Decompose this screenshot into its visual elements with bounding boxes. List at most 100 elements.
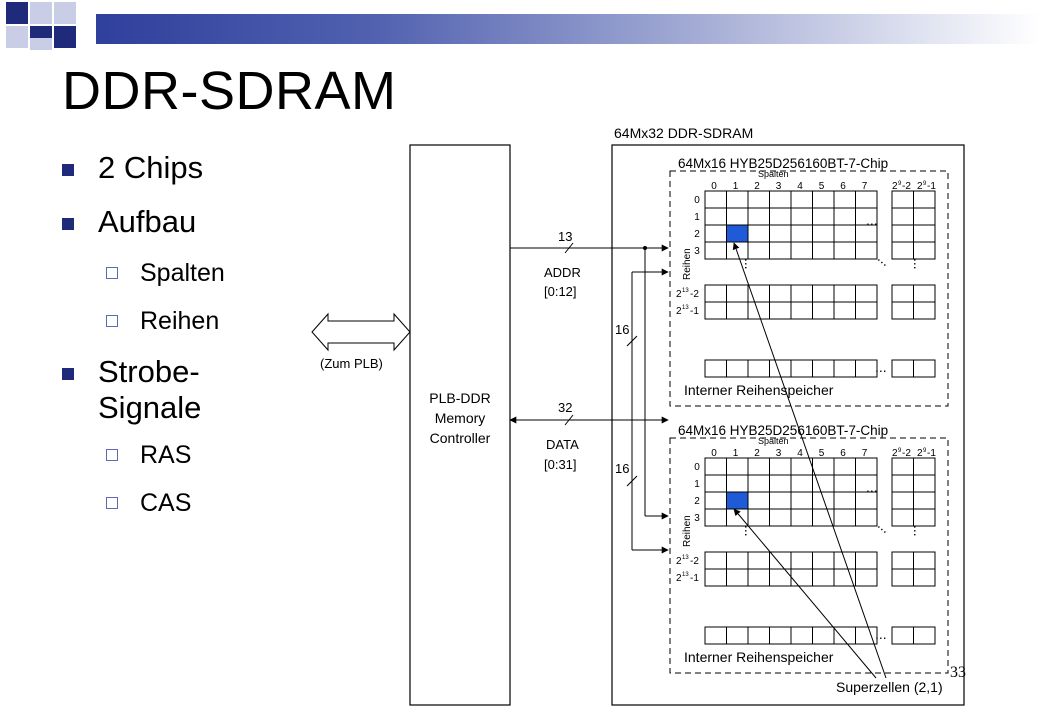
memory-cell — [769, 568, 792, 587]
memory-cell — [790, 474, 813, 493]
memory-cell — [812, 224, 835, 243]
slide-title: DDR-SDRAM — [62, 61, 397, 121]
memory-cell — [726, 568, 749, 587]
row-label: 3 — [694, 513, 700, 524]
memory-cell — [769, 190, 792, 209]
bullet-list: 2 Chips Aufbau Spalten Reihen Strobe- Si… — [60, 150, 300, 536]
col-label-exp: 9 — [898, 448, 902, 454]
col-label-exp-suffix: -1 — [927, 181, 936, 192]
memory-cell — [747, 551, 770, 570]
memory-cell — [833, 474, 856, 493]
memory-cell — [891, 241, 914, 260]
col-label: 2 — [754, 181, 760, 192]
superzelle-cell — [726, 224, 749, 243]
col-label: 4 — [797, 181, 803, 192]
col-label: 1 — [733, 448, 739, 459]
memory-cell — [747, 457, 770, 476]
memory-cell — [891, 568, 914, 587]
deco-square — [54, 26, 76, 48]
memory-cell — [913, 508, 936, 527]
memory-cell — [812, 190, 835, 209]
memory-cell — [891, 284, 914, 303]
split-width-2: 16 — [615, 461, 629, 476]
row-label-exp-base: 2 — [676, 573, 682, 584]
memory-cell — [812, 301, 835, 320]
col-label-exp-base: 2 — [917, 181, 923, 192]
memory-cell — [891, 491, 914, 510]
memory-cell — [812, 491, 835, 510]
memory-cell — [855, 301, 878, 320]
ellipsis-vertical: ... — [911, 525, 927, 537]
memory-cell — [704, 301, 727, 320]
memory-cell — [855, 457, 878, 476]
buffer-cell — [747, 359, 770, 378]
ellipsis-vertical: ... — [911, 258, 927, 270]
chip-dashed-border — [669, 170, 949, 407]
buffer-cell — [704, 359, 727, 378]
memory-cell — [704, 207, 727, 226]
memory-cell — [812, 457, 835, 476]
deco-square — [6, 26, 28, 48]
memory-cell — [812, 568, 835, 587]
row-buffer-label: Interner Reihenspeicher — [684, 649, 834, 665]
col-label-exp: 9 — [923, 181, 927, 187]
memory-cell — [790, 190, 813, 209]
col-label: 1 — [733, 181, 739, 192]
ellipsis-vertical: ... — [742, 525, 758, 537]
memory-cell — [747, 301, 770, 320]
memory-cell — [833, 491, 856, 510]
deco-square — [54, 2, 76, 24]
memory-cell — [790, 284, 813, 303]
controller-label-1: PLB-DDR — [429, 390, 490, 406]
bullet-strobe-line2: Signale — [98, 390, 202, 425]
memory-cell — [704, 508, 727, 527]
memory-cell — [704, 474, 727, 493]
memory-cell — [833, 190, 856, 209]
plb-bus-arrow — [311, 312, 411, 352]
col-label: 2 — [754, 448, 760, 459]
title-gradient-bar — [96, 14, 1040, 44]
memory-cell — [833, 207, 856, 226]
buffer-cell — [913, 359, 936, 378]
sub-bullet-ras: RAS — [60, 440, 300, 470]
buffer-cell — [913, 626, 936, 645]
memory-cell — [747, 241, 770, 260]
memory-cell — [790, 301, 813, 320]
row-label: 1 — [694, 479, 700, 490]
memory-cell — [704, 491, 727, 510]
reihen-label: Reihen — [682, 515, 693, 547]
memory-cell — [790, 457, 813, 476]
memory-cell — [913, 551, 936, 570]
col-label: 6 — [840, 181, 846, 192]
col-label: 5 — [819, 448, 825, 459]
bullet-aufbau: Aufbau — [60, 204, 300, 240]
row-label: 1 — [694, 212, 700, 223]
superzellen-label: Superzellen (2,1) — [836, 679, 943, 695]
data-label-1: DATA — [546, 437, 579, 452]
controller-box — [409, 144, 511, 706]
row-label-exp-suffix: -1 — [690, 573, 699, 584]
memory-cell — [769, 301, 792, 320]
memory-cell — [833, 224, 856, 243]
row-label: 2 — [694, 229, 700, 240]
data-label-2: [0:31] — [544, 457, 577, 472]
memory-cell — [913, 474, 936, 493]
memory-cell — [891, 190, 914, 209]
memory-cell — [704, 190, 727, 209]
sub-bullet-cas: CAS — [60, 488, 300, 518]
memory-cell — [726, 284, 749, 303]
memory-cell — [704, 284, 727, 303]
row-buffer-label: Interner Reihenspeicher — [684, 382, 834, 398]
col-label-exp-suffix: -2 — [902, 448, 911, 459]
memory-cell — [812, 207, 835, 226]
memory-cell — [747, 207, 770, 226]
memory-cell — [855, 508, 878, 527]
memory-cell — [747, 474, 770, 493]
memory-cell — [891, 457, 914, 476]
split-slash-2 — [626, 475, 638, 487]
memory-cell — [726, 301, 749, 320]
chip-dashed-border — [669, 437, 949, 674]
memory-cell — [790, 568, 813, 587]
col-label: 0 — [711, 181, 717, 192]
addr-slash — [564, 242, 574, 254]
